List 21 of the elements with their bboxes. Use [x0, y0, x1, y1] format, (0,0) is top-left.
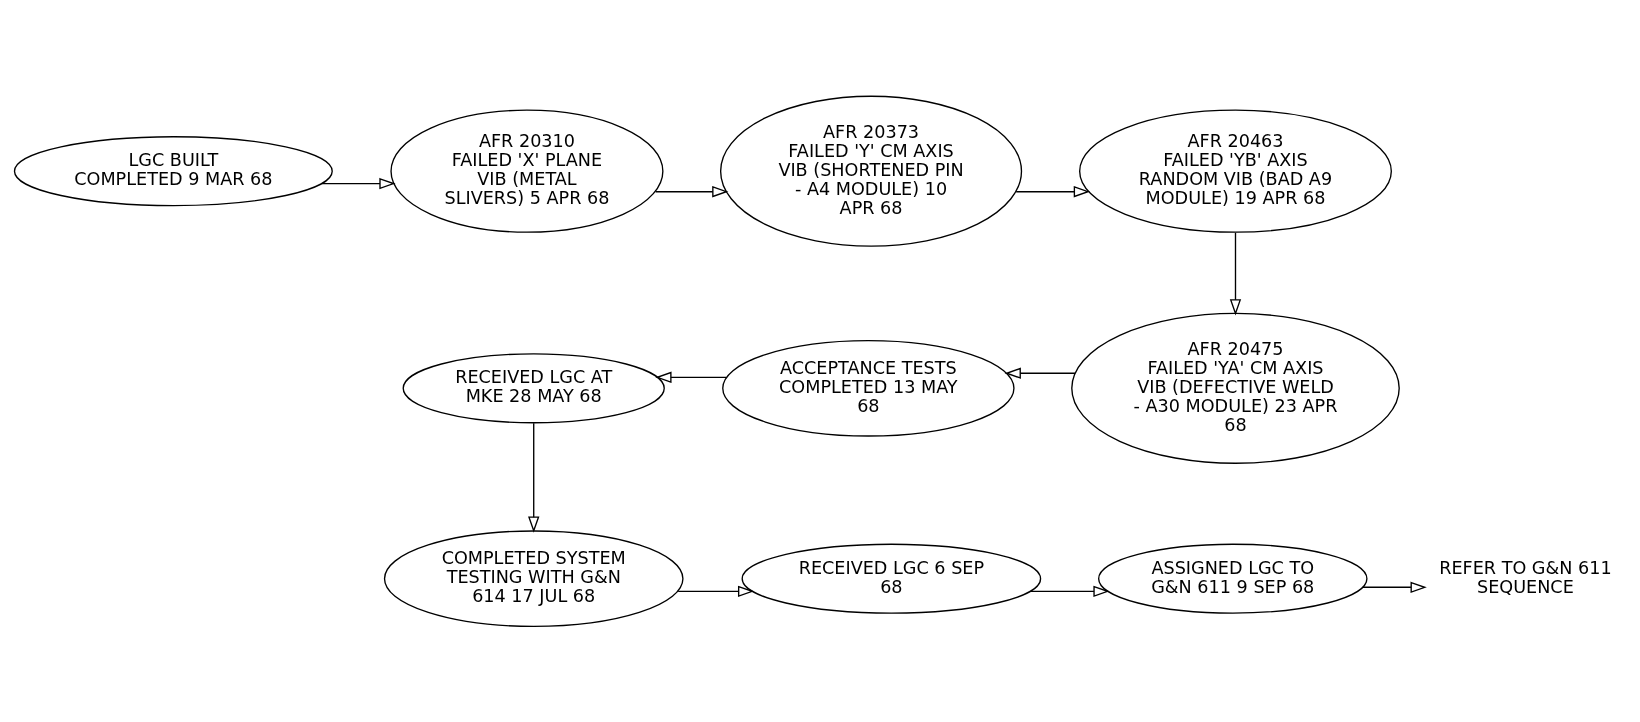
arrow	[528, 422, 540, 533]
arrow	[1015, 185, 1090, 197]
node-text: REFER TO G&N 611 SEQUENCE	[1439, 557, 1612, 597]
node-ellipse: AFR 20475 FAILED 'YA' CM AXIS VIB (DEFECTIVE WELD - A30 MODULE) 23 APR 68	[1071, 312, 1400, 464]
node-ellipse: AFR 20463 FAILED 'YB' AXIS RANDOM VIB (BAD A9 MODULE) 19 APR 68	[1079, 109, 1392, 233]
node-ellipse: AFR 20310 FAILED 'X' PLANE VIB (METAL SLIVERS) 5 APR 68	[390, 109, 664, 233]
arrow	[1362, 581, 1427, 593]
node-ellipse: ACCEPTANCE TESTS COMPLETED 13 MAY 68	[722, 339, 1015, 437]
node-ellipse: RECEIVED LGC 6 SEP 68	[741, 543, 1042, 614]
arrow	[677, 585, 755, 597]
arrow	[321, 177, 396, 189]
node-ellipse: LGC BUILT COMPLETED 9 MAR 68	[13, 135, 333, 206]
arrow	[655, 371, 728, 383]
node-ellipse: AFR 20373 FAILED 'Y' CM AXIS VIB (SHORTENED PIN - A4 MODULE) 10 APR 68	[719, 95, 1023, 247]
arrow	[1030, 585, 1110, 597]
node-ellipse: RECEIVED LGC AT MKE 28 MAY 68	[402, 352, 665, 423]
arrow	[1004, 367, 1076, 379]
node-ellipse: ASSIGNED LGC TO G&N 611 9 SEP 68	[1098, 543, 1368, 614]
arrow	[654, 185, 729, 197]
node-ellipse: COMPLETED SYSTEM TESTING WITH G&N 614 17 JUL 68	[383, 529, 684, 627]
arrow	[1229, 231, 1242, 315]
